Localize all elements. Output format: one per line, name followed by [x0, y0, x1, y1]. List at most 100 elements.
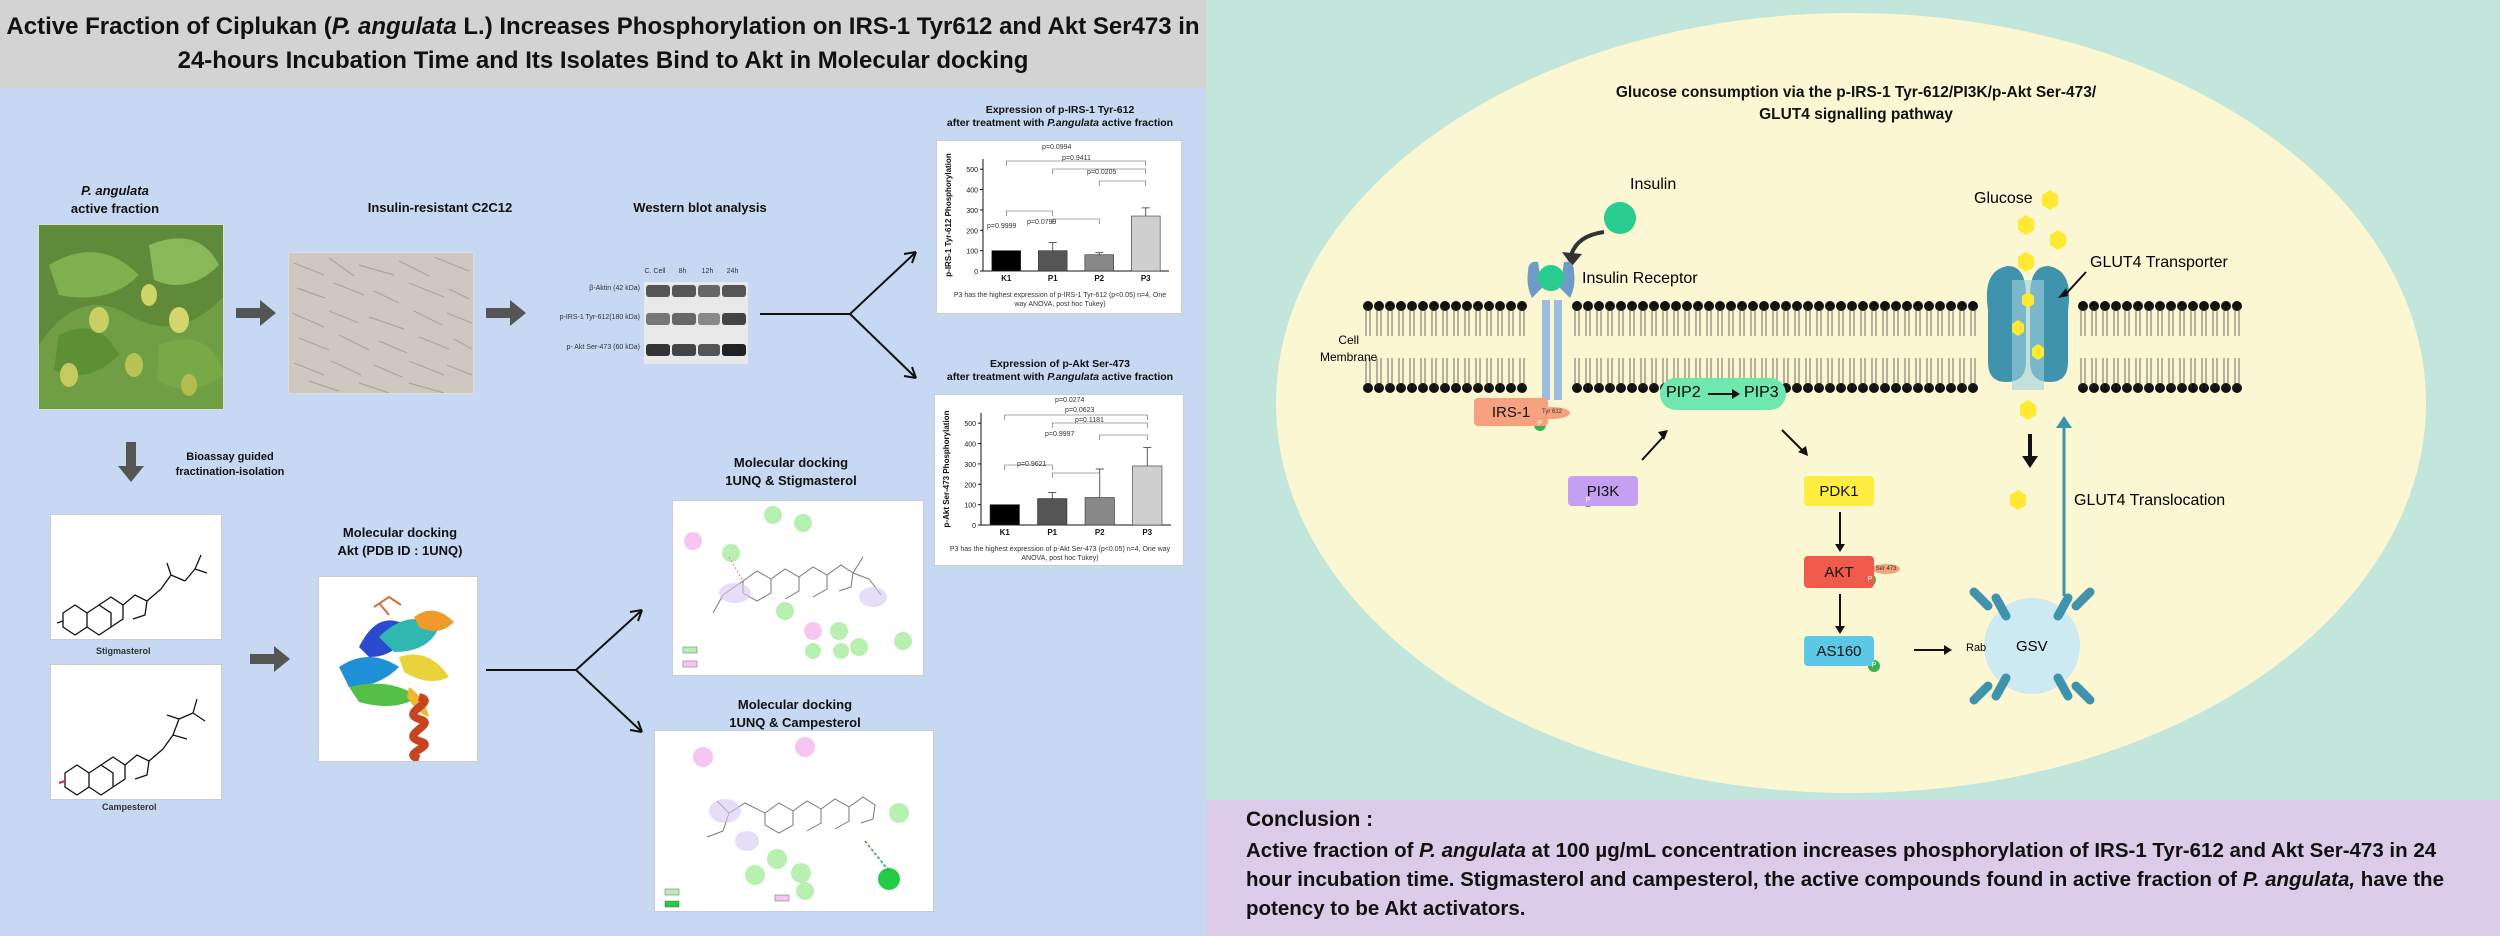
lipid-tail [2146, 306, 2152, 336]
lipid-tail [2102, 358, 2108, 388]
lipid-tail [1420, 306, 1426, 336]
lipid-tail [1442, 358, 1448, 388]
lipid-head [1517, 383, 1527, 393]
glucose-molecules [2010, 190, 2066, 510]
phospho-label: P [1537, 420, 1543, 427]
stigmasterol-structure [50, 514, 222, 640]
lipid-tail [1519, 358, 1525, 388]
lipid-head [1935, 301, 1945, 311]
docking-stigmasterol-diagram [672, 500, 924, 676]
lipid-head [1462, 301, 1472, 311]
y-tick-label: 500 [966, 167, 978, 174]
lipid-head [1363, 301, 1373, 311]
lipid-tail [1783, 306, 1789, 336]
lipid-tail [1783, 358, 1789, 388]
lipid-head [2177, 301, 2187, 311]
glut4-transporter-shape [1986, 266, 2070, 390]
lipid-tail [2168, 306, 2174, 336]
x-tick-label: P2 [1094, 274, 1104, 283]
lipid-tail [2201, 358, 2207, 388]
lipid-head [1693, 301, 1703, 311]
p-value-label: p=0.0205 [1087, 169, 1117, 176]
significance-bracket [1005, 210, 1054, 216]
lipid-head [1418, 383, 1428, 393]
docking-campesterol-diagram [654, 730, 934, 912]
plant-fraction: active fraction [70, 201, 160, 216]
lipid-tail [1442, 306, 1448, 336]
x-tick-label: P2 [1095, 528, 1105, 537]
lipid-tail [1772, 306, 1778, 336]
lipid-tail [1365, 306, 1371, 336]
lipid-head [1605, 383, 1615, 393]
lipid-head [1792, 383, 1802, 393]
lipid-head [1726, 301, 1736, 311]
lipid-head [1451, 383, 1461, 393]
cell-membrane-text: Cell [1338, 333, 1360, 347]
chart-akt-title: Expression of p-Akt Ser-473 after treatm… [930, 358, 1190, 384]
lipid-tail [1574, 306, 1580, 336]
lipid-head [1968, 383, 1978, 393]
plant-label: P. angulata active fraction [40, 182, 190, 218]
y-tick-label: 200 [964, 482, 976, 489]
lipid-head [2232, 301, 2242, 311]
wb-row-label: β-Aktin (42 kDa) [589, 285, 640, 292]
p-value-label: p=0.0799 [1027, 219, 1057, 226]
insulin-label: Insulin [1630, 176, 1677, 193]
campesterol-label: Campesterol [102, 802, 157, 812]
lipid-head [1858, 383, 1868, 393]
chart-irs-title: Expression of p-IRS-1 Tyr-612 after trea… [930, 104, 1190, 130]
y-tick-label: 100 [964, 503, 976, 510]
cell-membrane-text: Membrane [1320, 350, 1378, 364]
as160-box: AS160 [1804, 636, 1874, 666]
arrow-head-icon [1658, 430, 1668, 440]
lipid-head [1605, 301, 1615, 311]
lipid-tail [2212, 358, 2218, 388]
lipid-tail [2223, 358, 2229, 388]
branch-arrows [760, 251, 917, 379]
y-tick-label: 100 [966, 249, 978, 256]
lipid-head [2232, 383, 2242, 393]
lipid-head [2089, 301, 2099, 311]
p-value-label: p=0.1181 [1075, 417, 1104, 424]
lipid-head [2089, 383, 2099, 393]
lipid-head [1649, 383, 1659, 393]
branch-arrows [486, 609, 643, 733]
arrow-head-icon [1835, 544, 1845, 552]
lipid-tail [1431, 358, 1437, 388]
lipid-head [1781, 301, 1791, 311]
lipid-head [1957, 301, 1967, 311]
docking-akt-label: Molecular docking Akt (PDB ID : 1UNQ) [310, 524, 490, 560]
lipid-tail [2190, 358, 2196, 388]
arrow-head-icon [2056, 416, 2072, 428]
rab-label: Rab [1966, 642, 1987, 654]
lipid-head [1836, 383, 1846, 393]
lipid-head [1374, 383, 1384, 393]
lipid-head [1583, 301, 1593, 311]
lipid-tail [2157, 306, 2163, 336]
lipid-tail [1607, 306, 1613, 336]
lipid-tail [2179, 358, 2185, 388]
docking-akt-text: Akt (PDB ID : 1UNQ) [337, 543, 463, 558]
lipid-tail [1508, 358, 1514, 388]
bar [1084, 254, 1114, 272]
lipid-head [1957, 383, 1967, 393]
bioassay-text: Bioassay guided [186, 451, 274, 463]
arrow-head-icon [1835, 626, 1845, 634]
lipid-head [1913, 383, 1923, 393]
lipid-head [2100, 383, 2110, 393]
chart-title-species: P.angulata [1047, 117, 1099, 129]
bioassay-label: Bioassay guided fractination-isolation [150, 450, 310, 480]
lipid-head [1792, 301, 1802, 311]
gsv-label: GSV [2016, 638, 2048, 655]
lipid-head [1902, 383, 1912, 393]
chart-irs-caption: P3 has the highest expression of p-IRS-1… [953, 292, 1167, 308]
lipid-head [1385, 301, 1395, 311]
lipid-tail [1387, 306, 1393, 336]
lipid-head [2144, 383, 2154, 393]
lipid-tail [1849, 358, 1855, 388]
wb-lane-label: 12h [701, 268, 714, 275]
lipid-tail [1618, 306, 1624, 336]
lipid-head [1440, 383, 1450, 393]
lipid-head [1869, 301, 1879, 311]
